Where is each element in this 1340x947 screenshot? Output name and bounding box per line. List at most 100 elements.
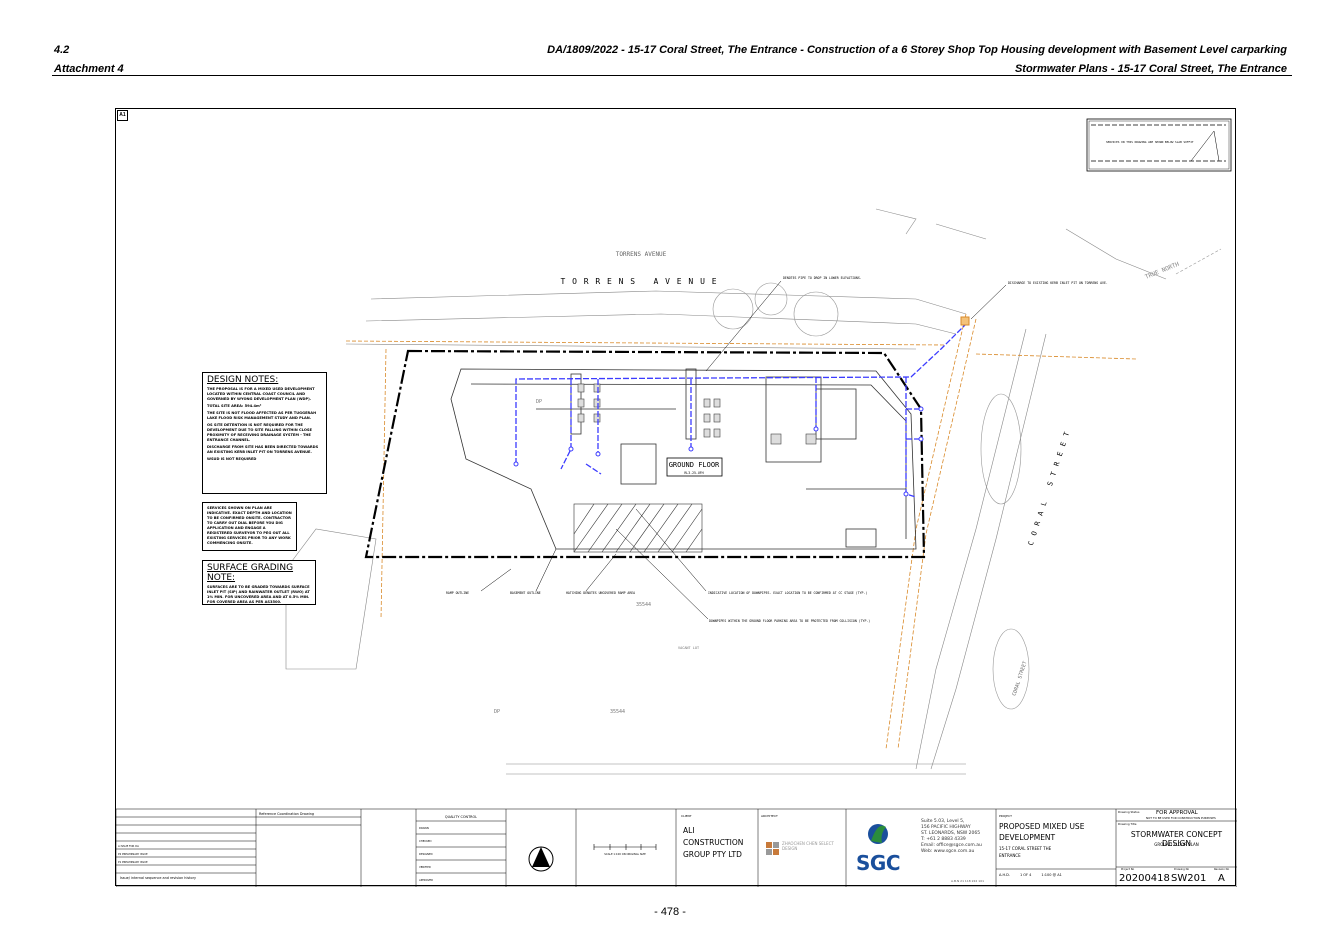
lot-number-b: 35544 <box>610 709 625 715</box>
project-label: PROJECT <box>999 814 1012 818</box>
design-note-line: OS SITE DETENTION IS NOT REQUIRED FOR TH… <box>207 423 312 442</box>
road-linework <box>285 208 1167 775</box>
architect-name: ZHAOCHEN CHEN SELECT DESIGN <box>782 841 834 851</box>
street-north: T O R R E N S A V E N U E <box>560 277 717 286</box>
revision-row: P2 PRELIMINARY ISSUE <box>118 852 148 856</box>
dp-label-b: DP <box>494 709 500 715</box>
callout-ramp-outline: RAMP OUTLINE <box>446 591 469 595</box>
qc-row: CHECKED <box>419 839 432 843</box>
site-boundary <box>364 349 926 559</box>
sgc-logo: SGC <box>856 851 901 875</box>
callout-downpipes: INDICATIVE LOCATION OF DOWNPIPES. EXACT … <box>708 591 867 595</box>
page-number: - 478 - <box>654 906 686 918</box>
revision-title: Reference Coordination Drawing <box>259 812 314 816</box>
site-plan: GROUND FLOOR RL3.25-UFH TORRENS AVENUE T… <box>116 118 1237 887</box>
callout-hatching: HATCHING DENOTES UNCOVERED RAMP AREA <box>566 591 635 595</box>
callout-discharge: DISCHARGE TO EXISTING KERB INLET PIT ON … <box>1008 281 1108 285</box>
design-note-line: THE PROPOSAL IS FOR A MIXED USED DEVELOP… <box>207 387 315 401</box>
dp-label-a: DP <box>536 399 542 405</box>
project-no-label: Project No <box>1121 868 1135 871</box>
title-block <box>116 808 1237 887</box>
surface-grading-note: SURFACE GRADING NOTE: SURFACES ARE TO BE… <box>202 560 316 605</box>
client-label: CLIENT <box>681 814 692 818</box>
sgc-logo-mark <box>868 824 888 844</box>
fixtures <box>577 383 817 445</box>
revision-number: A <box>1218 873 1225 884</box>
callout-leaders <box>480 280 1007 620</box>
ground-floor-label: GROUND FLOOR <box>669 461 720 469</box>
revision-row: P1 PRELIMINARY ISSUE <box>118 860 148 864</box>
header-rule <box>52 75 1292 76</box>
callout-parking: DOWNPIPES WITHIN THE GROUND FLOOR PARKIN… <box>709 619 870 623</box>
status-note: NOT TO BE USED FOR CONSTRUCTION PURPOSES <box>1146 816 1216 820</box>
drawing-status: FOR APPROVAL <box>1156 810 1198 816</box>
tree-outlines <box>712 282 1030 710</box>
true-north-arrow <box>1175 248 1222 275</box>
sgc-address-line: Suite 5.03, Level 5, <box>921 819 965 824</box>
drawing-title-label: Drawing Title <box>1118 822 1137 826</box>
item-number: 4.2 <box>54 44 70 56</box>
surface-grading-title: SURFACE GRADING NOTE: <box>207 563 294 583</box>
surface-grading-text: SURFACES ARE TO BE GRADED TOWARDS SURFAC… <box>207 585 310 604</box>
pits <box>513 316 970 497</box>
dwg-scale: 1:100 @ A1 <box>1041 873 1062 877</box>
quality-control-title: QUALITY CONTROL <box>445 815 477 819</box>
sgc-abn: A.B.N 21 118 222 101 <box>951 879 985 883</box>
ground-floor-box <box>666 457 723 477</box>
dwg-datum: A.H.D. <box>999 873 1010 877</box>
services-note: SERVICES SHOWN ON PLAN ARE INDICATIVE. E… <box>202 502 297 551</box>
drawing-no-label: Drawing No <box>1174 868 1190 871</box>
project-number: 20200418 <box>1119 873 1170 884</box>
sgc-address-line: Email: office@sgce.com.au <box>921 843 982 848</box>
sgc-address: Suite 5.03, Level 5, 156 PACIFIC HIGHWAY… <box>921 819 982 855</box>
qc-row: APPROVED <box>419 878 433 882</box>
architect-logo <box>766 842 779 855</box>
client-name: ALI CONSTRUCTION GROUP PTY LTD <box>683 826 744 859</box>
callout-pipe-drop: DENOTES PIPE TO DROP IN LOWER ELEVATIONS… <box>783 276 862 280</box>
qc-row: VERIFIED <box>419 865 431 869</box>
sgc-address-line: T: +61 2 8883 4339 <box>921 837 966 842</box>
project-name: PROPOSED MIXED USE DEVELOPMENT <box>999 822 1085 842</box>
street-east: C O R A L S T R E E T <box>1027 430 1072 547</box>
services-legend-text: SERVICES ON THIS DRAWING ARE SHOWN BELOW… <box>1106 140 1194 144</box>
design-note-line: DISCHARGE FROM SITE HAS BEEN DIRECTED TO… <box>207 445 319 454</box>
sgc-address-line: ST. LEONARDS, NSW 2065 <box>921 831 981 836</box>
service-lines <box>345 313 1137 750</box>
design-note-line: WSUD IS NOT REQUIRED <box>207 457 257 461</box>
qc-row: DESIGNED <box>419 852 433 856</box>
drawing-title: STORMWATER CONCEPT DESIGN <box>1130 830 1223 848</box>
project-address: 15-17 CORAL STREET THE ENTRANCE <box>999 846 1052 858</box>
sgc-address-line: 156 PACIFIC HIGHWAY <box>921 825 971 830</box>
revision-no-label: Revision No <box>1214 868 1230 871</box>
drawing-subtitle: GROUND FLOOR PLAN <box>1154 842 1199 847</box>
lot-number-a: 35544 <box>636 602 651 608</box>
page-title: DA/1809/2022 - 15-17 Coral Street, The E… <box>547 44 1287 56</box>
dwg-sheet: 1 OF 4 <box>1019 873 1032 877</box>
services-note-text: SERVICES SHOWN ON PLAN ARE INDICATIVE. E… <box>207 506 292 545</box>
qc-row: DRAWN <box>419 826 429 830</box>
street-north-small: TORRENS AVENUE <box>616 251 667 258</box>
page-subtitle: Stormwater Plans - 15-17 Coral Street, T… <box>1014 63 1287 75</box>
sgc-address-line: Web: www.sgce.com.au <box>921 849 975 854</box>
revision-history: Issue/ internal sequence and revision hi… <box>120 876 196 880</box>
design-note-line: THE SITE IS NOT FLOOD AFFECTED AS PER TU… <box>207 411 317 420</box>
drawing-status-label: Drawing Status <box>1118 810 1140 814</box>
design-notes-title: DESIGN NOTES: <box>207 375 279 385</box>
callout-basement-outline: BASEMENT OUTLINE <box>510 591 541 595</box>
sheet-size: A1 <box>117 110 128 121</box>
attachment-label: Attachment 4 <box>54 63 124 75</box>
scale-bar <box>593 844 657 850</box>
stormwater-pipes <box>515 323 967 498</box>
drawing-sheet: GROUND FLOOR RL3.25-UFH TORRENS AVENUE T… <box>115 108 1237 887</box>
vacant-lot: VACANT LOT <box>678 646 700 650</box>
services-legend: SERVICES ON THIS DRAWING ARE SHOWN BELOW… <box>1086 118 1232 172</box>
design-notes: DESIGN NOTES: THE PROPOSAL IS FOR A MIXE… <box>202 372 327 494</box>
ramp-hatching <box>573 503 703 553</box>
north-arrow <box>528 846 554 872</box>
revision-row: A ISSUE FOR DA <box>118 844 139 848</box>
scale-note: SCALE 1:100 ON ORIGINAL SIZE <box>604 852 646 856</box>
architect-label: ARCHITECT <box>761 814 778 818</box>
drawing-number: SW201 <box>1171 873 1207 884</box>
dwg-info: A.H.D. 1 OF 4 1:100 @ A1 <box>999 873 1114 877</box>
design-note-line: TOTAL SITE AREA: 594.4m² <box>207 404 262 408</box>
